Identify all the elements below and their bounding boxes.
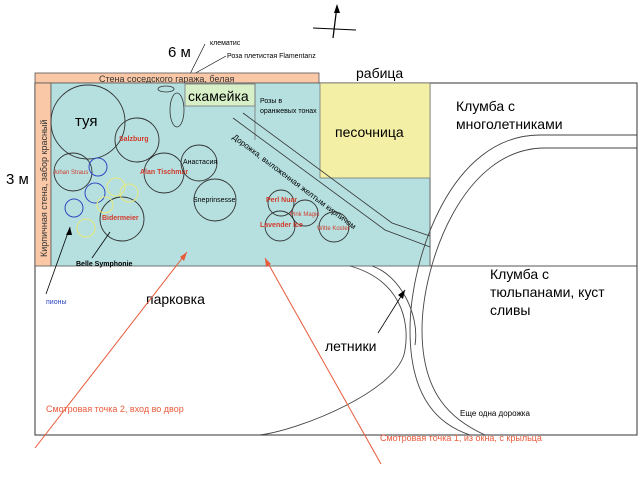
johann-strauss-label: Johan Straus	[53, 170, 88, 176]
viewpoint-1-arrow	[264, 257, 382, 465]
salzburg-label: Salzburg	[119, 136, 149, 143]
yellow-plant-3	[96, 196, 114, 214]
north-arrow-icon	[312, 4, 357, 39]
bidermeier-label: Bidermeier	[102, 215, 139, 222]
climbing-rose-shape	[169, 92, 185, 128]
annuals-curve-2	[371, 265, 417, 346]
clematis-shape	[157, 85, 175, 93]
viewpoint-2-arrowhead	[180, 252, 187, 261]
witte-koster-rose	[318, 211, 350, 243]
dimension-depth-label: 3 м	[6, 171, 29, 188]
johann-strauss-rose	[53, 152, 93, 192]
neighbor-garage-wall-label: Стена соседского гаража, белая	[99, 74, 234, 84]
another-path-inner	[421, 147, 637, 436]
salzburg-rose	[114, 117, 160, 163]
tulip-bed-line2: тюльпанами, куст	[490, 284, 605, 300]
sneprinsesse-label: Sneprinsesse	[193, 197, 236, 204]
yellow-plant-4	[76, 218, 96, 238]
pink-magic-label: Pink Magic	[290, 212, 319, 218]
peony-pointer	[45, 226, 71, 295]
annuals-curve	[259, 265, 407, 436]
sneprinsesse-rose	[193, 178, 237, 222]
viewpoint-2-label: Смотровая точка 2, вход во двор	[46, 404, 184, 414]
rose-climbing-label: Роза плетистая Flamentanz	[227, 53, 316, 60]
dimension-width-label: 6 м	[168, 44, 191, 61]
perennial-bed-line1: Клумба с	[456, 98, 515, 114]
pearl-nuar-label: Perl Nuar	[266, 197, 297, 204]
peony-2	[84, 182, 106, 204]
fence-mesh-label: рабица	[356, 65, 403, 81]
peonies-label: пионы	[46, 299, 67, 306]
brick-wall-red-fence-label: Кирпичная стена, забор красный	[39, 120, 49, 257]
perennial-bed-line2: многолетниками	[456, 116, 563, 132]
viewpoint-2-arrow	[34, 251, 188, 449]
lavender-ice-label: Lavender Ice	[260, 222, 303, 229]
tulip-bed-line3: сливы	[490, 302, 531, 318]
peony-3	[64, 198, 84, 218]
tulip-bed-line1: Клумба с	[490, 266, 549, 282]
viewpoint-1-label: Смотровая точка 1, из окна, с крыльца	[380, 433, 542, 443]
annuals-pointer	[377, 289, 406, 334]
yellow-brick-path	[232, 112, 431, 248]
yellow-plant-2	[119, 183, 139, 203]
another-path-outer	[409, 134, 637, 436]
yellow-plant-1	[106, 177, 126, 197]
sandbox-label: песочница	[335, 124, 404, 140]
roses-orange-line1: Розы в	[260, 98, 282, 105]
clematis-pointer-line	[189, 43, 206, 75]
lavender-ice-rose	[264, 210, 296, 242]
roses-orange-line2: оранжевых тонах	[260, 108, 317, 115]
anastasia-rose	[180, 144, 218, 182]
another-path-label: Еще одна дорожка	[460, 409, 530, 418]
sandbox	[319, 82, 431, 179]
thuja-label: туя	[75, 113, 98, 130]
clematis-label: клематис	[210, 40, 241, 47]
alan-titchmarsh-label: Alan Tischmar	[140, 169, 188, 176]
bidermeier-rose	[99, 196, 145, 242]
witte-koster-label: Witte Koster	[317, 226, 350, 232]
parking-label: парковка	[146, 291, 205, 307]
anastasia-label: Анастасия	[183, 159, 217, 166]
pearl-nuar-rose	[267, 189, 295, 217]
viewpoint-1-arrowhead	[265, 258, 271, 267]
peony-1	[88, 157, 108, 177]
belle-symphonie-label: Belle Symphonie	[76, 261, 133, 268]
pink-magic-rose	[291, 199, 319, 227]
bench-label: скамейка	[188, 88, 249, 104]
belle-pointer	[91, 231, 111, 259]
annuals-label: летники	[325, 338, 376, 354]
